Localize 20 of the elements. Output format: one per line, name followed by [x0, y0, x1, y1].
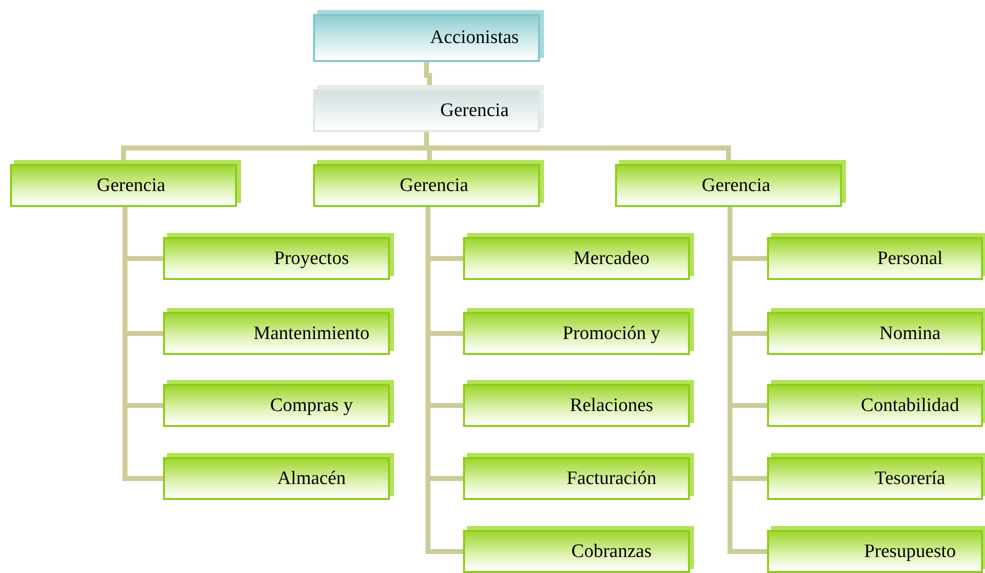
box-label: Gerencia: [702, 174, 770, 196]
box-label: Tesorería: [874, 468, 946, 490]
box-label: Gerencia: [440, 100, 509, 122]
box-label: Nomina: [879, 322, 941, 344]
box-label: Accionistas: [430, 27, 519, 49]
box-label: Compras y: [270, 394, 353, 416]
box-label: Facturación: [566, 468, 656, 490]
box-label: Gerencia: [400, 174, 468, 196]
connector-line: [424, 62, 432, 85]
box-label: Personal: [877, 248, 943, 270]
box-label: Gerencia: [96, 174, 166, 196]
box-label: Mantenimiento: [253, 322, 370, 344]
box-label: Presupuesto: [864, 540, 956, 562]
box-label: Cobranzas: [571, 540, 652, 562]
box-label: Mercadeo: [574, 248, 650, 270]
box-label: Contabilidad: [860, 394, 960, 416]
box-label: Proyectos: [274, 248, 349, 270]
box-label: Almacén: [277, 468, 346, 490]
box-label: Promoción y: [562, 322, 660, 344]
box-label: Relaciones: [570, 394, 654, 416]
